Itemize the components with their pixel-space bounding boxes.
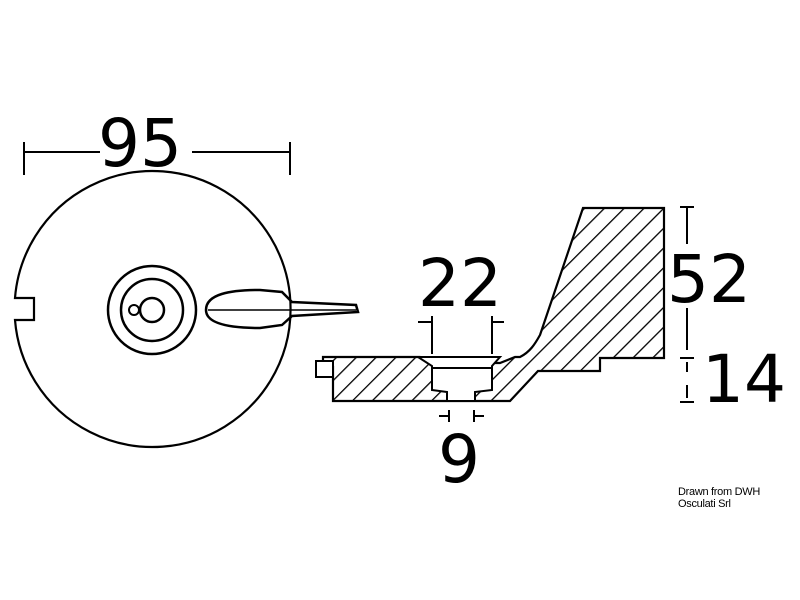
diameter-label: 95 <box>98 105 182 182</box>
small-hole <box>128 304 140 316</box>
hole-label: 9 <box>438 421 480 498</box>
fin-shape <box>204 288 360 330</box>
anode-disc-outline <box>13 169 292 449</box>
hub-inner-ring <box>119 277 185 343</box>
front-view: 95 <box>13 105 360 449</box>
mounting-tab <box>315 360 334 378</box>
base-height-label: 14 <box>702 341 786 418</box>
bore-label: 22 <box>418 245 502 322</box>
height-dimension <box>680 206 694 403</box>
bore-dimension <box>418 316 504 354</box>
hole-dimension <box>439 410 484 422</box>
diameter-dimension <box>23 142 291 175</box>
side-view: 22 9 52 14 <box>315 206 786 498</box>
hub-outer-ring <box>106 264 198 356</box>
fin-height-label: 52 <box>667 241 751 318</box>
anode-section <box>321 206 666 403</box>
credit-text: Drawn from DWH Osculati Srl <box>678 486 760 510</box>
center-hole <box>138 296 166 324</box>
